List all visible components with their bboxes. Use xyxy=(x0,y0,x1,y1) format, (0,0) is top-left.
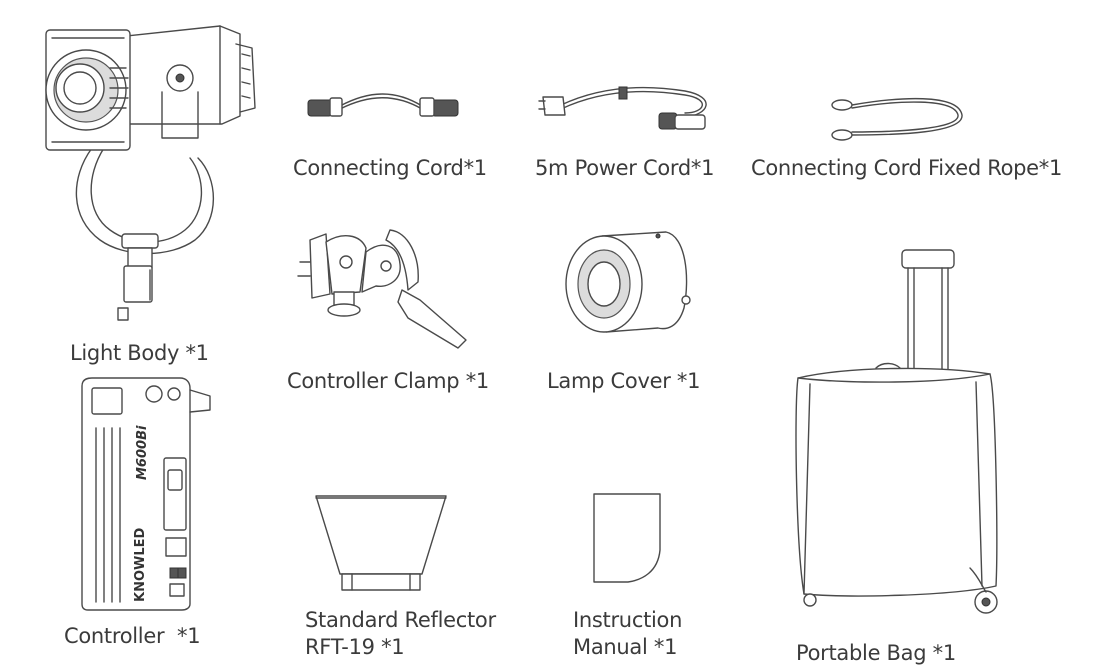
controller-label: Controller *1 xyxy=(64,624,201,648)
controller-model-text: M600Bi xyxy=(135,425,150,480)
reflector-label-line2: RFT-19 *1 xyxy=(305,635,405,659)
lamp-cover-label: Lamp Cover *1 xyxy=(547,369,701,393)
light-body-label: Light Body *1 xyxy=(70,341,209,365)
connecting-cord-label: Connecting Cord*1 xyxy=(293,156,487,180)
lamp-cover-icon xyxy=(562,228,697,338)
power-cord-icon xyxy=(535,75,715,140)
reflector-icon xyxy=(312,492,450,594)
controller-brand-text: KNOWLED xyxy=(133,527,148,602)
manual-icon xyxy=(592,492,664,586)
manual-label-line2: Manual *1 xyxy=(573,635,678,659)
clamp-icon xyxy=(290,222,475,352)
cable-icon xyxy=(300,80,470,130)
controller-icon: KNOWLED M600Bi xyxy=(74,372,216,614)
manual-label-line1: Instruction xyxy=(573,608,683,632)
power-cord-label: 5m Power Cord*1 xyxy=(535,156,715,180)
light-body-icon xyxy=(30,8,270,338)
reflector-label-line1: Standard Reflector xyxy=(305,608,496,632)
rope-icon xyxy=(828,95,968,145)
portable-bag-label: Portable Bag *1 xyxy=(796,641,956,665)
controller-clamp-label: Controller Clamp *1 xyxy=(287,369,489,393)
suitcase-icon xyxy=(790,246,1004,622)
fixed-rope-label: Connecting Cord Fixed Rope*1 xyxy=(751,156,1063,180)
